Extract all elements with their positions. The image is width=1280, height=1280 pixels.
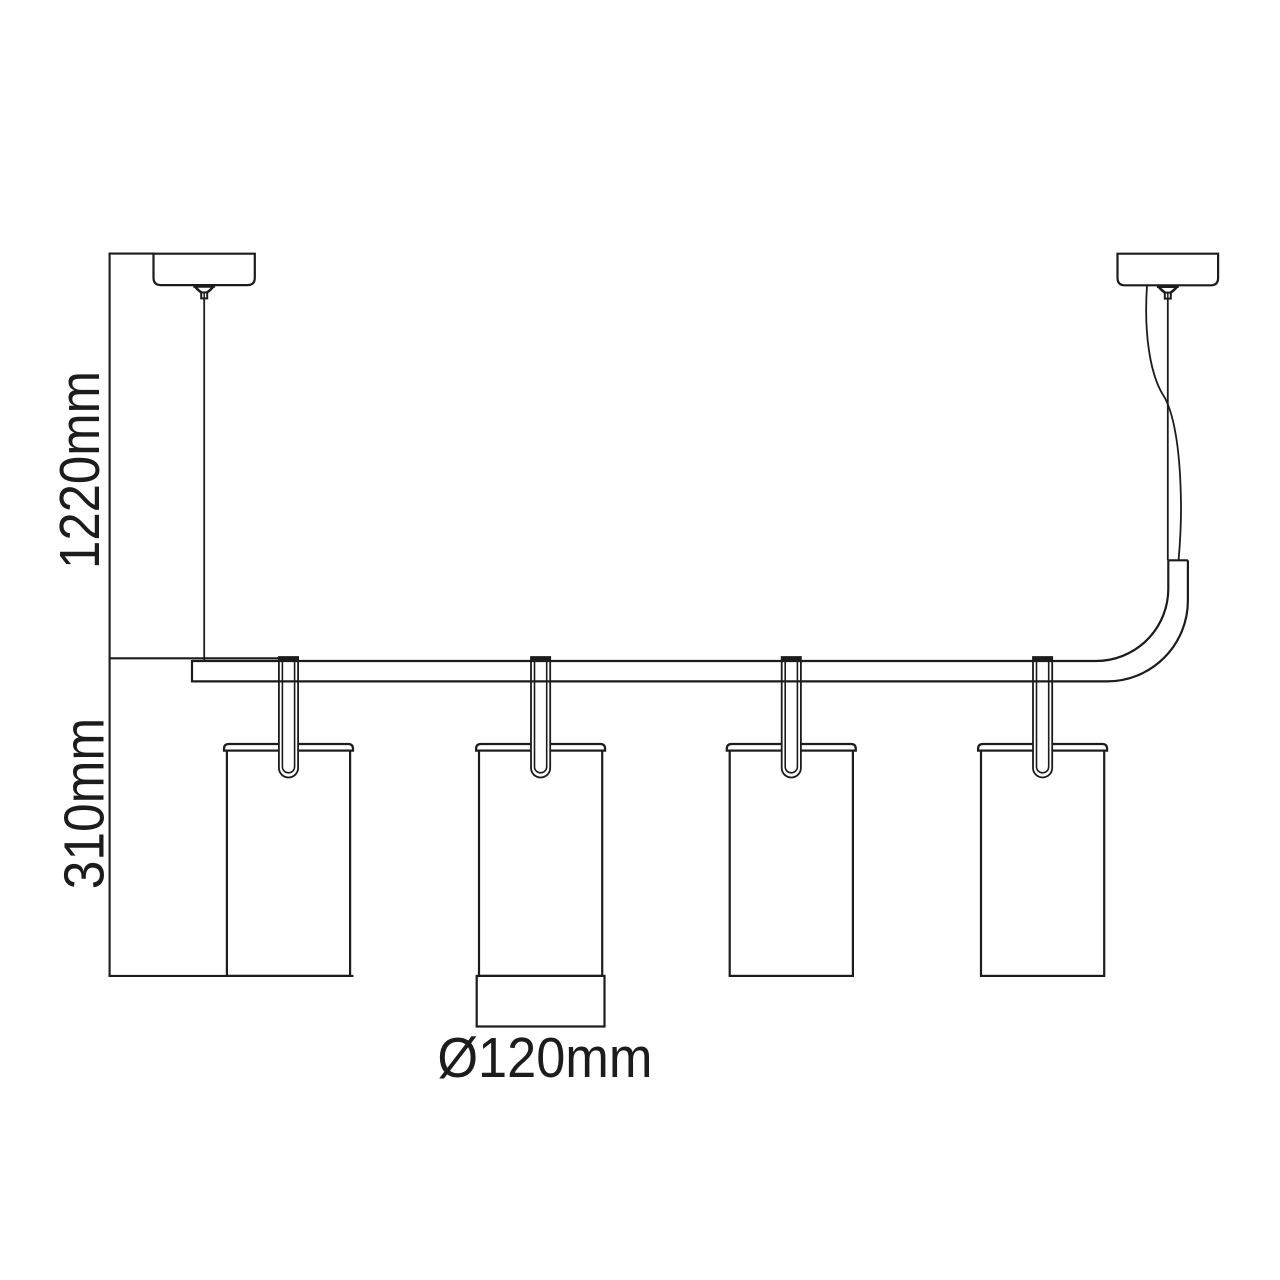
svg-text:Ø120mm: Ø120mm bbox=[437, 1025, 652, 1090]
svg-text:310mm: 310mm bbox=[52, 718, 116, 889]
svg-text:1220mm: 1220mm bbox=[48, 371, 111, 569]
